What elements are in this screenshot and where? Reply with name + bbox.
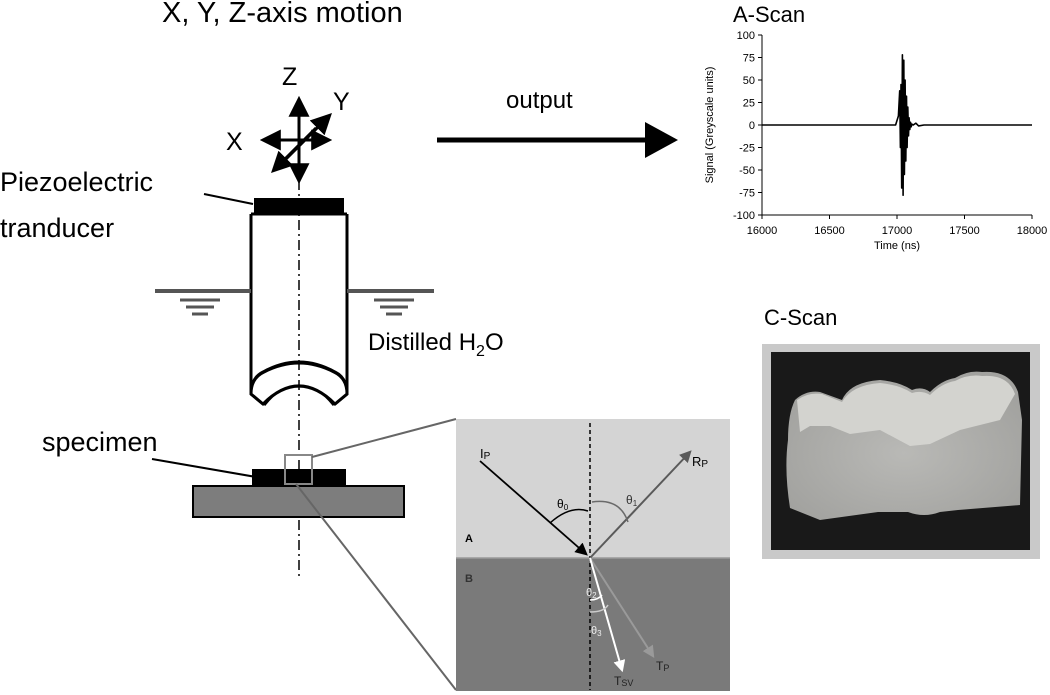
ascan-y-tick-label: 75 (743, 53, 755, 65)
theta1-arc (591, 500, 629, 523)
axis-z-label: Z (282, 63, 297, 91)
ascan-y-tick-label: -100 (733, 210, 755, 222)
medium-b-region (456, 558, 730, 691)
transmitted-p-ray (589, 557, 655, 659)
cscan-image (762, 344, 1040, 559)
output-arrowhead (645, 122, 678, 158)
theta1-label: θ1 (626, 493, 638, 508)
specimen-label: specimen (42, 427, 158, 457)
ascan-y-tick-label: -50 (739, 165, 755, 177)
theta2-label: θ2 (586, 587, 597, 600)
ascan-chart: 100 75 50 25 0 -25 -50 -75 -100 16000 16500 17000 17… (704, 30, 1047, 252)
incident-ray (479, 460, 588, 556)
cscan-title: C-Scan (764, 305, 837, 330)
ascan-x-tick-label: 17000 (882, 225, 913, 237)
transducer-pointer-line (203, 193, 254, 205)
water-label: Distilled H2O (368, 329, 504, 360)
specimen-stage (192, 485, 405, 518)
medium-a-region (456, 419, 730, 558)
transmitted-sv-label: TSV (614, 674, 633, 688)
ascan-signal-line (762, 53, 1032, 196)
ascan-y-tick-label: -25 (739, 143, 755, 155)
transmitted-p-label: TP (656, 659, 669, 673)
zoom-line-top (311, 418, 457, 458)
theta3-arc (589, 604, 609, 613)
reflected-ray (589, 450, 692, 559)
ascan-title: A-Scan (733, 2, 805, 27)
theta0-arc (549, 508, 589, 524)
transducer-label-line1: Piezoelectric (0, 167, 153, 197)
axis-x-label: X (226, 128, 243, 156)
theta0-label: θ0 (557, 497, 569, 512)
ascan-y-tick-label: 25 (743, 98, 755, 110)
specimen-block (252, 469, 346, 486)
refraction-inset: A B IP RP TP TSV θ0 θ1 θ2 θ3 (456, 419, 730, 691)
ascan-x-tick-label: 17500 (949, 225, 980, 237)
incident-label: IP (480, 446, 491, 462)
ascan-y-axis-label: Signal (Greyscale units) (704, 67, 716, 184)
xyz-axes-icon (259, 95, 333, 185)
ascan-y-tick-label: 0 (749, 120, 755, 132)
ascan-x-tick-label: 16000 (747, 225, 778, 237)
theta3-label: θ3 (591, 625, 602, 638)
motion-title: X, Y, Z-axis motion (162, 0, 403, 29)
zoom-region-box (284, 454, 313, 485)
reflected-label: RP (692, 454, 708, 470)
water-level-symbol-right (374, 298, 414, 316)
ascan-y-tick-label: 100 (737, 30, 755, 42)
cscan-specimen-rim (797, 375, 1015, 446)
ascan-y-tick-label: 50 (743, 75, 755, 87)
ascan-x-tick-label: 16500 (814, 225, 845, 237)
zoom-line-bottom (295, 483, 457, 691)
theta2-arc (589, 594, 603, 601)
ascan-x-tick-label: 18000 (1017, 225, 1048, 237)
water-level-symbol-left (180, 298, 220, 316)
transducer-label-line2: tranducer (0, 213, 114, 243)
transmitted-sv-ray (589, 557, 626, 673)
medium-a-label: A (465, 533, 473, 545)
ascan-y-tick-label: -75 (739, 188, 755, 200)
axis-y-label: Y (333, 88, 350, 116)
output-label: output (506, 87, 573, 114)
ascan-x-axis-label: Time (ns) (874, 240, 920, 252)
specimen-pointer-line (151, 458, 257, 478)
medium-b-label: B (465, 573, 473, 585)
